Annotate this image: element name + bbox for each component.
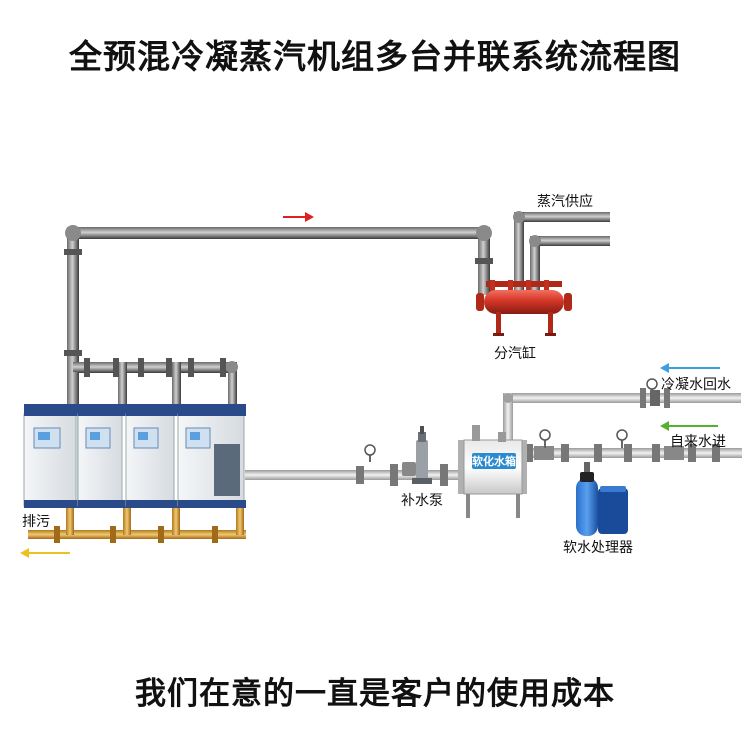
steam-supply-pipes (513, 211, 610, 292)
pressure-gauge-icon (539, 429, 551, 448)
condensate-flow-arrow (660, 363, 720, 373)
blowdown-label: 排污 (22, 514, 50, 530)
boiler-unit (125, 404, 180, 508)
diagram-title: 全预混冷凝蒸汽机组多台并联系统流程图 (69, 37, 681, 76)
softener-label: 软水处理器 (563, 540, 633, 556)
feed-water-pipe (245, 464, 463, 486)
steam-supply-label: 蒸汽供应 (537, 193, 593, 210)
tap-water-label: 自来水进 (670, 434, 726, 450)
boiler-unit (77, 404, 130, 508)
pressure-gauge-icon (646, 378, 658, 392)
steam-main-pipe (64, 225, 493, 385)
water-softener (576, 462, 628, 536)
pressure-gauge-icon (616, 429, 628, 448)
boiler-unit (23, 404, 84, 508)
footer-slogan: 我们在意的一直是客户的使用成本 (135, 676, 615, 712)
feed-pump (402, 426, 432, 484)
blowdown-flow-arrow (20, 548, 70, 558)
steam-header-label: 分汽缸 (494, 345, 536, 362)
steam-header-vessel (476, 280, 572, 336)
condensate-return-label: 冷凝水回水 (661, 377, 731, 393)
condensate-return-pipe (503, 388, 741, 441)
boiler-steam-collector (67, 358, 238, 412)
softened-water-tank: 软化水箱 (458, 425, 527, 518)
feed-pump-label: 补水泵 (401, 493, 443, 509)
pressure-gauge-icon (364, 444, 376, 462)
blowdown-pipe (28, 500, 246, 543)
tap-water-flow-arrow (660, 421, 718, 431)
steam-flow-arrow (283, 212, 314, 222)
boiler-unit (177, 404, 246, 508)
softened-tank-label: 软化水箱 (472, 454, 516, 468)
